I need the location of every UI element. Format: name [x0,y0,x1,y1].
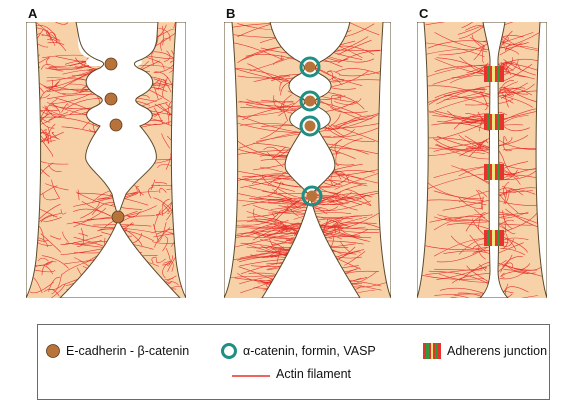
adherens-junction [484,114,504,130]
panel-b-label: B [226,6,235,21]
panel-c [417,13,547,309]
cadherin-cluster [105,93,117,105]
alpha-catenin-legend-label: α-catenin, formin, VASP [243,344,376,358]
cadherin-cluster [110,119,122,131]
adherens-junction-legend-icon [421,341,443,361]
panel-a [26,10,186,315]
actin-filament [261,298,298,307]
actin-filament [81,296,143,314]
e-cadherin-legend-label: E-cadherin - β-catenin [66,344,189,358]
adherens-junction [484,230,504,246]
panel-c-label: C [419,6,428,21]
adherens-junction [484,66,504,82]
actin-filament-legend-icon [232,372,270,380]
panel-b [224,16,391,316]
actin-filament [267,298,332,303]
actin-filament [104,298,112,310]
actin-filament [297,296,349,314]
cadherin-cluster [105,58,117,70]
actin-filament [268,296,287,316]
legend: E-cadherin - β-catenin α-catenin, formin… [37,324,550,400]
cadherin-cluster [112,211,124,223]
panel-a-label: A [28,6,37,21]
alpha-catenin-legend-icon [220,342,238,360]
actin-filament-legend-label: Actin filament [276,367,351,381]
adherens-junction [484,164,504,180]
e-cadherin-legend-icon [45,343,61,359]
adherens-junction-legend-label: Adherens junction [447,344,547,358]
